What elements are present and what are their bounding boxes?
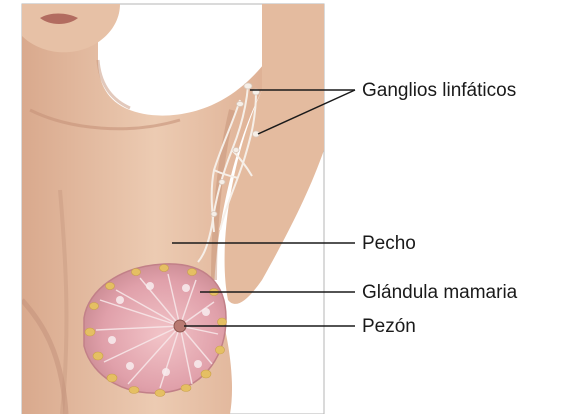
mammary-gland: [84, 264, 227, 397]
label-lymph-nodes: Ganglios linfáticos: [362, 80, 516, 101]
label-breast: Pecho: [362, 233, 416, 254]
label-mammary-gland: Glándula mamaria: [362, 282, 518, 303]
label-nipple: Pezón: [362, 316, 416, 337]
